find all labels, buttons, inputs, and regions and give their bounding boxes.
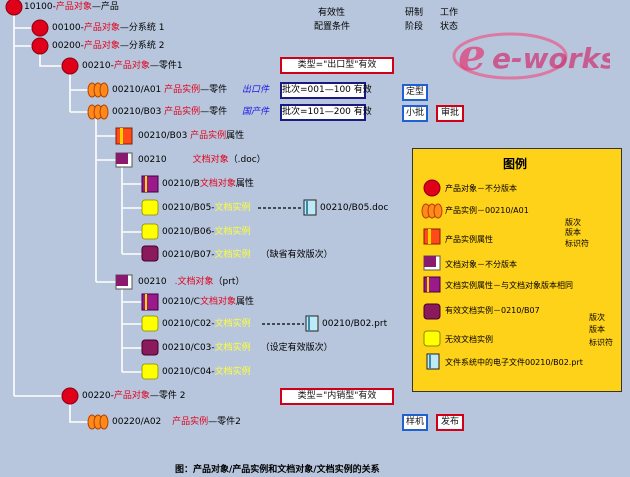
ss1-product-object-icon (31, 19, 49, 37)
header-status: 状态 (440, 22, 459, 32)
node-root[interactable]: 10100-产品对象—产品 (24, 2, 119, 12)
status-approval-badge[interactable]: 审批 (436, 105, 464, 122)
node-b03-attributes[interactable]: 00210/B03 产品实例属性 (138, 131, 245, 141)
node-doc-attributes-c[interactable]: 00210/C文档对象属性 (162, 297, 254, 307)
node-instance-b03[interactable]: 00210/B03 产品实例—零件 (112, 107, 228, 117)
stage-finalized-badge[interactable]: 定型 (402, 84, 428, 101)
node-doc-instance-c03[interactable]: 00210/C03-文档实例（设定有效版次） (162, 343, 333, 353)
header-stage: 阶段 (405, 22, 424, 32)
legend-document-object: 文档对象－不分版本 (445, 260, 517, 269)
legend-edition-2: 版次 (589, 313, 605, 322)
file-c02-prt[interactable]: 00210/B02.prt (322, 319, 388, 329)
stage-small-batch-badge[interactable]: 小批 (402, 105, 428, 122)
legend-electronic-file: 文件系统中的电子文件00210/B02.prt (445, 358, 583, 367)
tag-domestic: 国产件 (242, 107, 270, 117)
node-doc-instance-b06[interactable]: 00210/B06-文档实例 (162, 227, 251, 237)
node-doc-instance-b07[interactable]: 00210/B07-文档实例（缺省有效版次） (162, 250, 333, 260)
legend-edition: 版次 (565, 218, 581, 227)
header-validity: 有效性 (318, 8, 346, 18)
header-work: 工作 (440, 8, 459, 18)
legend-icons (421, 179, 443, 370)
legend-panel: 图例 产品对象－不分版本 产品实例－00210/A01 版次 版本 标识符 产品… (412, 148, 622, 392)
legend-valid-doc-instance: 有效文档实例－0210/B07 (445, 306, 540, 315)
node-document-prt[interactable]: 00210.文档对象（prt） (138, 277, 245, 287)
legend-version: 版本 (565, 228, 581, 237)
batch-1-box[interactable]: 批次=001—100 有效 (280, 82, 372, 99)
legend-title: 图例 (503, 157, 528, 171)
legend-product-object: 产品对象－不分版本 (445, 184, 517, 193)
node-subsystem-1[interactable]: 00100-产品对象—分系统 1 (52, 23, 165, 33)
stage-prototype-badge[interactable]: 样机 (402, 414, 428, 431)
header-config-condition: 配置条件 (314, 22, 351, 32)
legend-product-instance: 产品实例－00210/A01 (445, 206, 529, 215)
e-works-logo: e e-works (452, 30, 610, 81)
svg-text:e-works: e-works (492, 42, 610, 75)
node-instance-a02[interactable]: 00220/A02 产品实例—零件2 (112, 417, 241, 427)
node-part-2[interactable]: 00220-产品对象—零件 2 (82, 391, 186, 401)
legend-identifier: 标识符 (565, 239, 589, 248)
p1-product-object-icon (61, 57, 79, 75)
type-domestic-box[interactable]: 类型="内销型"有效 (280, 388, 394, 405)
figure-caption: 图：产品对象/产品实例和文档对象/文档实例的关系 (175, 465, 380, 475)
legend-doc-instance-attributes: 文档实例属性－与文档对象版本相同 (445, 281, 573, 290)
node-part-1[interactable]: 00210-产品对象—零件1 (82, 61, 183, 71)
node-doc-attributes-b[interactable]: 00210/B文档对象属性 (162, 179, 254, 189)
tag-export: 出口件 (242, 85, 270, 95)
legend-invalid-doc-instance: 无效文档实例 (445, 335, 493, 344)
node-subsystem-2[interactable]: 00200-产品对象—分系统 2 (52, 41, 165, 51)
node-instance-a01[interactable]: 00210/A01 产品实例—零件 (112, 85, 228, 95)
status-release-badge[interactable]: 发布 (436, 414, 464, 431)
file-b05-doc[interactable]: 00210/B05.doc (320, 203, 389, 213)
legend-version-2: 版本 (589, 325, 605, 334)
node-doc-instance-c04[interactable]: 00210/C04-文档实例 (162, 367, 251, 377)
node-doc-instance-b05[interactable]: 00210/B05-文档实例 (162, 203, 251, 213)
node-doc-instance-c02[interactable]: 00210/C02-文档实例 (162, 319, 251, 329)
root-product-object-icon (5, 0, 23, 16)
legend-instance-attributes: 产品实例属性 (445, 235, 493, 244)
p2-product-object-icon (61, 387, 79, 405)
batch-2-box[interactable]: 批次=101—200 有效 (280, 104, 372, 121)
header-develop: 研制 (405, 8, 424, 18)
legend-identifier-2: 标识符 (589, 338, 613, 347)
svg-text:e: e (458, 30, 486, 81)
type-export-box[interactable]: 类型="出口型"有效 (280, 57, 394, 74)
ss2-product-object-icon (31, 37, 49, 55)
